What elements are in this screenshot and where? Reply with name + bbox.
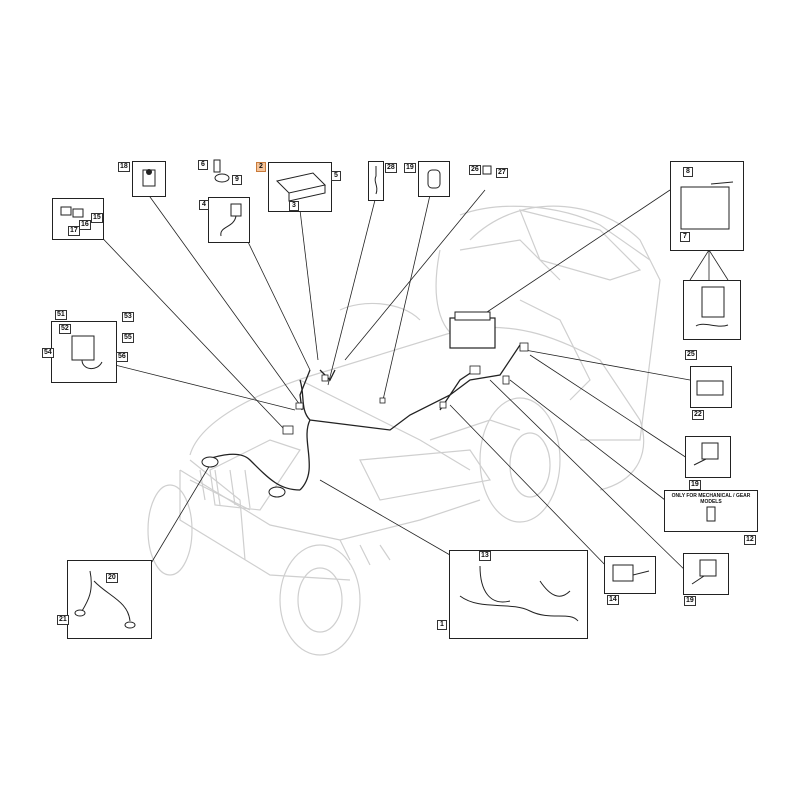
- cable-icon: [374, 166, 378, 195]
- headlights: [201, 456, 286, 498]
- label-1: 1: [437, 620, 447, 630]
- solenoid-icon: [71, 335, 103, 369]
- label-14: 14: [607, 595, 619, 605]
- label-9: 9: [232, 175, 242, 185]
- label-2: 2: [256, 162, 266, 172]
- part-box-19-bottom[interactable]: [683, 553, 729, 595]
- label-53: 53: [122, 312, 134, 322]
- note-mechanical-gear: ONLY FOR MECHANICAL / GEAR MODELS: [671, 493, 751, 505]
- battery-icon: [680, 181, 734, 230]
- label-27: 27: [496, 168, 508, 178]
- label-56: 56: [116, 352, 128, 362]
- part-box-1[interactable]: [449, 550, 588, 639]
- gear-switch-icon: [706, 506, 716, 522]
- label-25: 25: [685, 350, 697, 360]
- label-17: 17: [68, 226, 80, 236]
- part-box-18[interactable]: [132, 161, 166, 197]
- battery-on-tractor: [449, 311, 496, 349]
- label-18: 18: [118, 162, 130, 172]
- label-5: 5: [331, 171, 341, 181]
- label-51: 51: [55, 310, 67, 320]
- relay-icon: [60, 206, 84, 218]
- part-box-12[interactable]: ONLY FOR MECHANICAL / GEAR MODELS: [664, 490, 758, 532]
- label-19-mid: 19: [689, 480, 701, 490]
- part-box-14[interactable]: [604, 556, 656, 594]
- label-16: 16: [79, 220, 91, 230]
- label-55: 55: [122, 333, 134, 343]
- pto-switch-icon: [612, 564, 650, 582]
- key-switch-icon: [142, 169, 156, 187]
- label-4: 4: [199, 200, 209, 210]
- label-19-top: 19: [404, 163, 416, 173]
- connector-icon: [220, 203, 242, 237]
- brake-switch-icon: [691, 559, 717, 585]
- part-box-22[interactable]: [690, 366, 732, 408]
- plug-icon: [213, 159, 230, 183]
- control-module-icon: [276, 172, 326, 202]
- part-box-3[interactable]: [268, 162, 332, 212]
- label-19-bottom: 19: [684, 596, 696, 606]
- part-box-25[interactable]: [683, 280, 741, 340]
- label-52: 52: [59, 324, 71, 334]
- main-harness-icon: [459, 565, 579, 622]
- seat-switch-icon: [693, 442, 719, 466]
- label-13: 13: [479, 551, 491, 561]
- fuse-icon: [427, 169, 441, 189]
- part-box-21[interactable]: [67, 560, 152, 639]
- fuse-holder-icon: [482, 165, 492, 175]
- charger-icon: [695, 286, 729, 327]
- label-7: 7: [680, 232, 690, 242]
- label-12: 12: [744, 535, 756, 545]
- label-28: 28: [385, 163, 397, 173]
- label-20: 20: [106, 573, 118, 583]
- label-3: 3: [289, 201, 299, 211]
- label-26: 26: [469, 165, 481, 175]
- label-21: 21: [57, 615, 69, 625]
- label-54: 54: [42, 348, 54, 358]
- label-8: 8: [683, 167, 693, 177]
- part-box-19-top[interactable]: [418, 161, 450, 197]
- leader-lines: [89, 189, 729, 576]
- part-box-28[interactable]: [368, 161, 384, 201]
- switch-icon: [696, 380, 724, 396]
- tractor-parts: [282, 342, 529, 435]
- label-6: 6: [198, 160, 208, 170]
- part-box-4[interactable]: [208, 197, 250, 243]
- part-box-19-mid[interactable]: [685, 436, 731, 478]
- wiring-harness: [204, 344, 521, 491]
- label-22: 22: [692, 410, 704, 420]
- headlight-harness-icon: [74, 570, 136, 629]
- label-15: 15: [91, 213, 103, 223]
